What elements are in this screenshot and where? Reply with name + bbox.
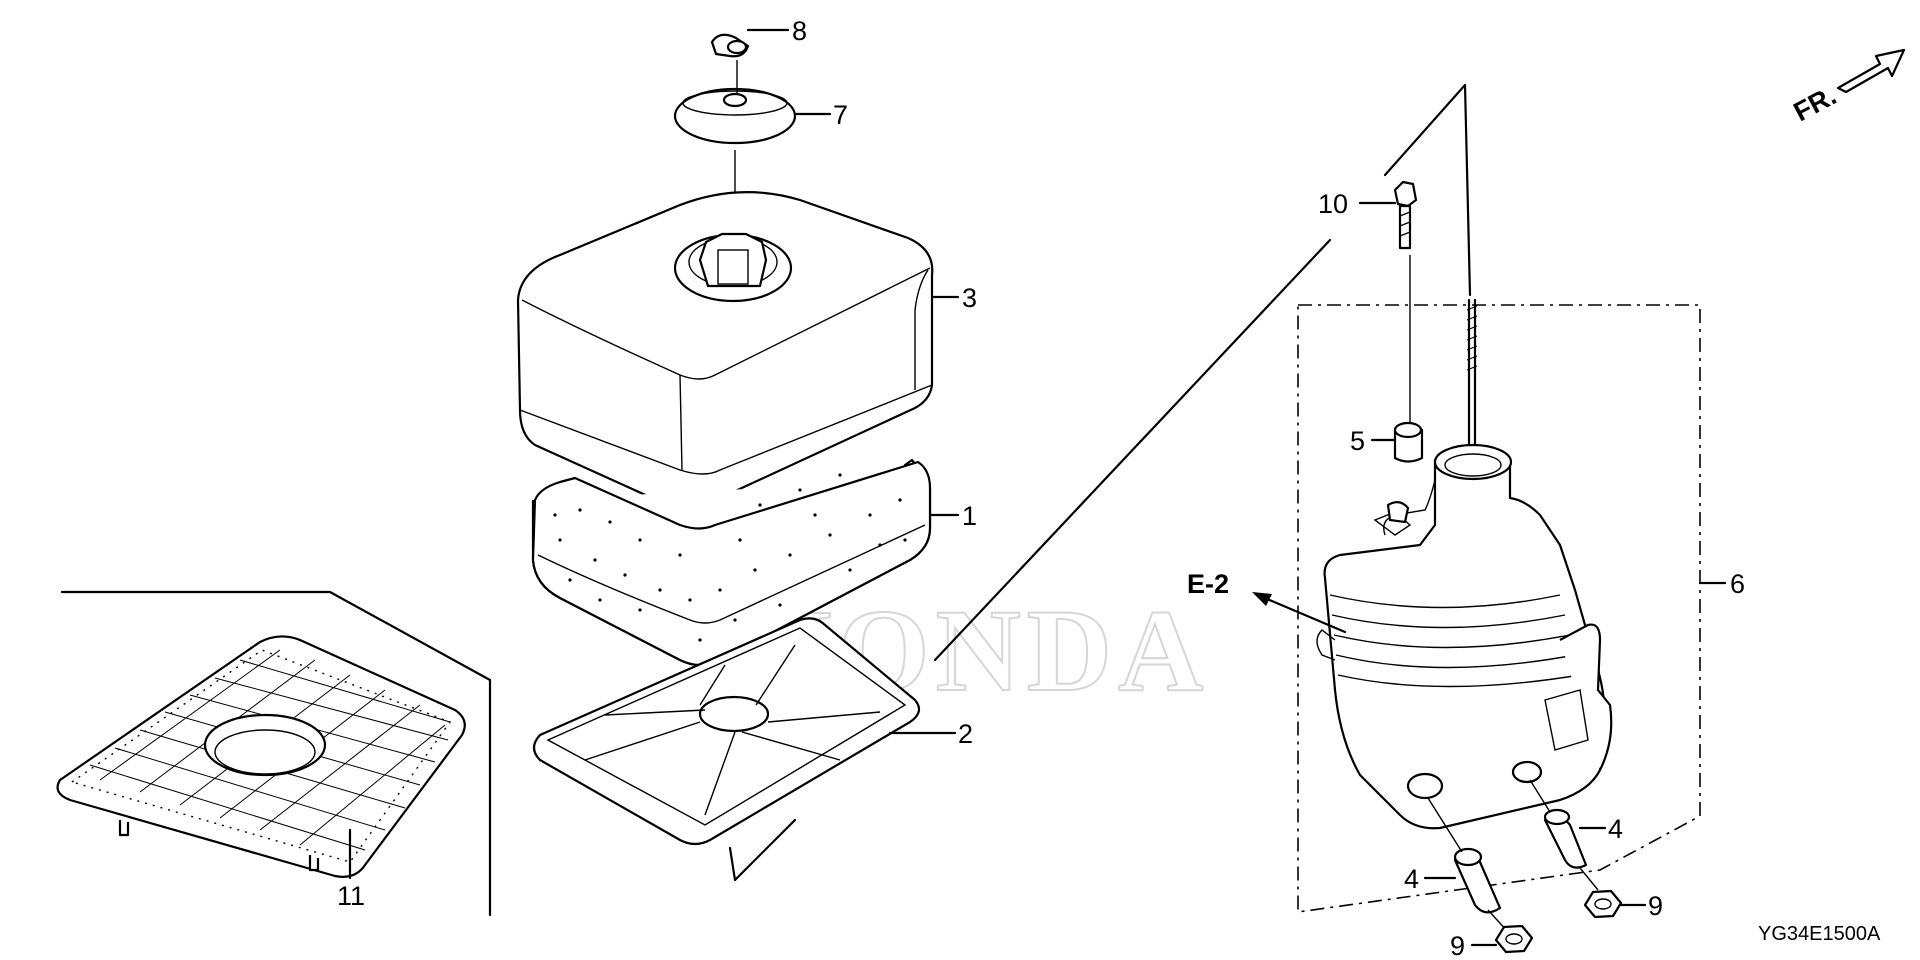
callout-11: 11 — [337, 881, 365, 911]
stud-thread — [1466, 305, 1478, 371]
part-6-elbow-assembly — [1252, 180, 1727, 954]
front-direction-label: FR. — [1789, 80, 1841, 127]
part-10-bolt — [1358, 180, 1418, 250]
part-9-nut-lower — [1470, 909, 1534, 954]
callout-6: 6 — [1730, 569, 1745, 599]
callout-9-lower: 9 — [1450, 931, 1465, 960]
callout-numbers: 8 7 3 1 2 11 10 5 6 4 4 9 9 E-2 — [337, 16, 1745, 960]
part-8-wing-nut — [710, 28, 790, 58]
part-5-collar — [1370, 255, 1424, 463]
callout-2: 2 — [958, 719, 973, 749]
part-9-nut-right — [1579, 867, 1647, 919]
part-3-cover — [516, 150, 960, 511]
callout-8: 8 — [792, 16, 807, 46]
callout-9-right: 9 — [1648, 891, 1663, 921]
part-7-washer-plate — [673, 60, 832, 145]
part-11-grille-screen — [56, 590, 492, 917]
foam-texture — [553, 473, 907, 642]
callout-4-left: 4 — [1404, 864, 1419, 894]
part-4-collar-right — [1529, 779, 1607, 869]
callout-5: 5 — [1350, 426, 1365, 456]
callout-3: 3 — [962, 283, 977, 313]
front-direction-indicator: FR. — [1789, 48, 1906, 127]
callout-1: 1 — [962, 501, 977, 531]
elbow-fins — [1329, 594, 1581, 688]
callout-7: 7 — [833, 100, 848, 130]
part-1-foam-element — [531, 458, 960, 667]
part-4-collar-left — [1423, 797, 1502, 914]
reference-label: E-2 — [1187, 569, 1229, 599]
part-2-element-frame — [532, 617, 957, 882]
assembly-leader-lines — [933, 83, 1472, 662]
reference-e2-arrow — [1252, 592, 1347, 634]
drawing-code: YG34E1500A — [1758, 923, 1881, 945]
callout-4-right: 4 — [1608, 814, 1623, 844]
callout-10: 10 — [1318, 189, 1348, 219]
